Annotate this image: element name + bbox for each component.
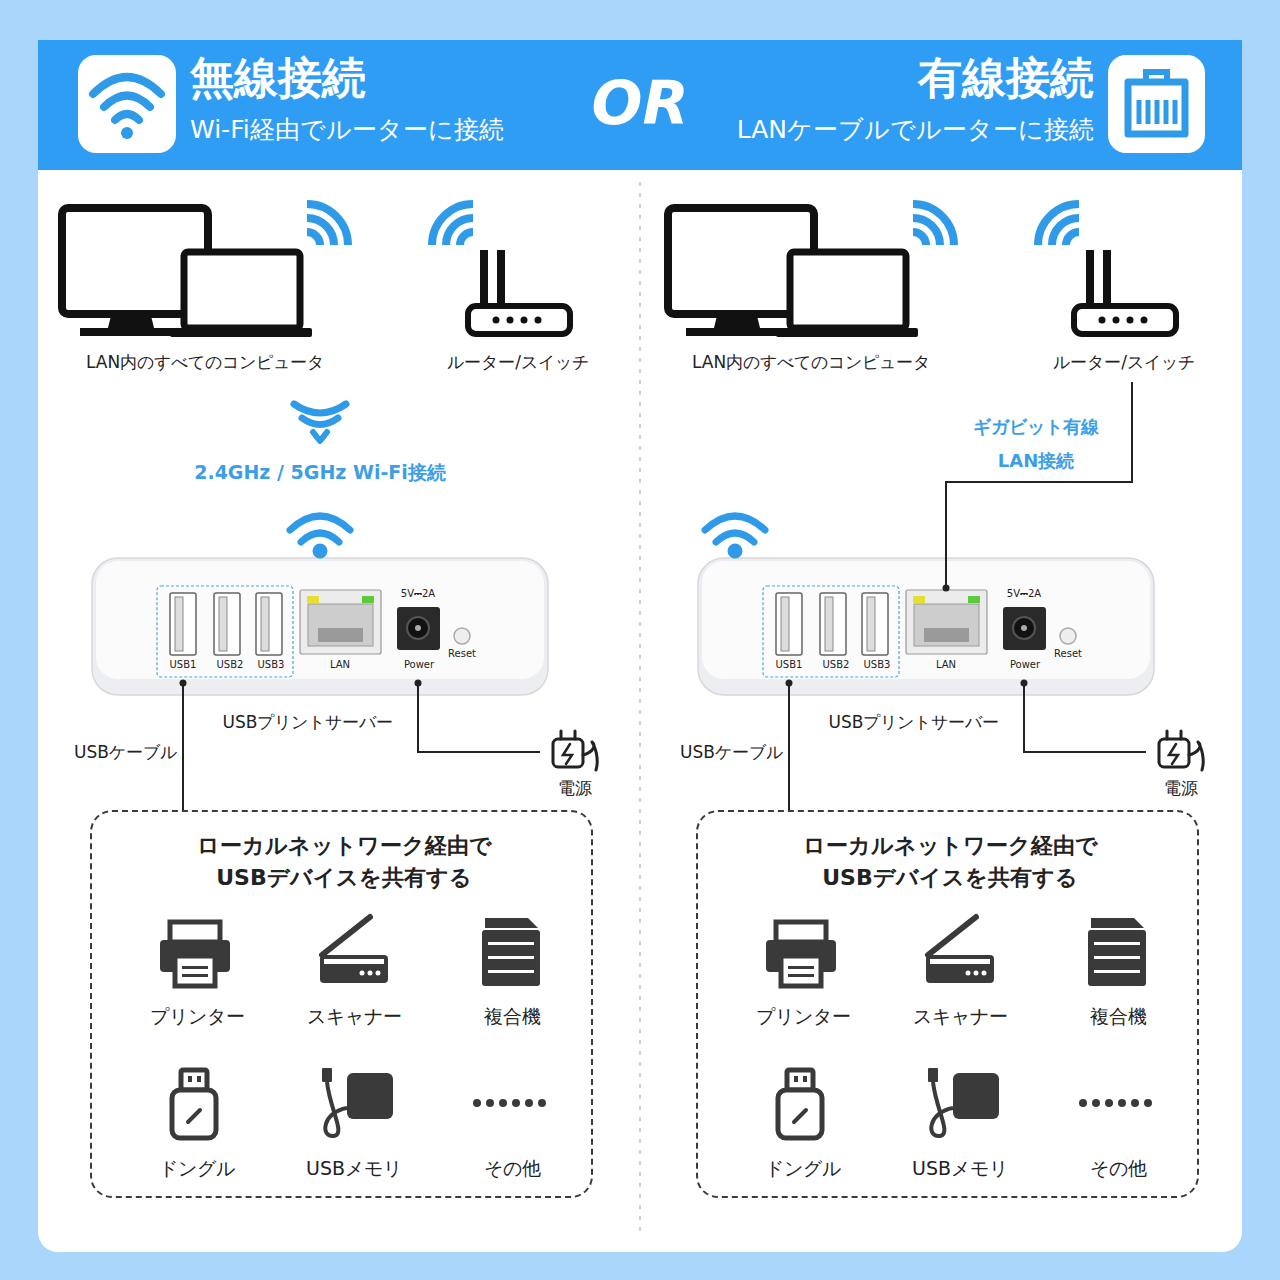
power-caption: 電源	[540, 778, 610, 799]
or-mark: OR	[578, 66, 702, 141]
cable-line	[788, 695, 790, 810]
device-caption: ドングル	[743, 1157, 863, 1181]
device-caption: 複合機	[452, 1005, 572, 1029]
cable-label: ギガビット有線 LAN接続	[966, 410, 1106, 478]
port-label: USB3	[251, 659, 291, 672]
usb-port	[170, 593, 282, 655]
cable-label: USBケーブル	[74, 742, 177, 763]
device-caption: プリンター	[743, 1005, 863, 1029]
wifi-arcs	[307, 204, 473, 245]
router-group: ルーター/スイッチ	[433, 200, 603, 378]
router-group: ルーター/スイッチ	[1039, 200, 1209, 378]
computer-group: LAN内のすべてのコンピュータ	[55, 200, 355, 380]
divider-line	[639, 182, 641, 1238]
wifi-badge	[78, 55, 176, 153]
print-server: USBプリントサーバーUSB1USB2USB3LAN5V⎓2APowerRese…	[698, 558, 1154, 695]
device-caption: USBメモリ	[294, 1157, 414, 1181]
panel-art-right	[668, 204, 1203, 1138]
lan-port	[300, 590, 381, 654]
port-label: USB1	[163, 659, 203, 672]
power-source: 電源	[1146, 728, 1216, 804]
device-caption: USBプリントサーバー	[794, 712, 1034, 733]
device-caption: USBメモリ	[900, 1157, 1020, 1181]
power-rating: 5V⎓2A	[994, 588, 1054, 601]
cable-line	[788, 683, 790, 695]
device-caption: ドングル	[137, 1157, 257, 1181]
device-caption: スキャナー	[294, 1005, 414, 1029]
device-caption: その他	[1058, 1157, 1178, 1181]
computer-group: LAN内のすべてのコンピュータ	[661, 200, 961, 380]
cable-line	[1023, 683, 1025, 695]
power-source: 電源	[540, 728, 610, 804]
plug-icon	[553, 731, 597, 770]
router-caption: ルーター/スイッチ	[433, 352, 603, 373]
device-icons	[160, 917, 546, 1138]
port-label: USB3	[857, 659, 897, 672]
reset-label: Reset	[1043, 648, 1093, 661]
cable-line	[418, 695, 540, 752]
cable-label: USBケーブル	[680, 742, 783, 763]
white-panel	[38, 150, 1242, 1252]
device-caption: スキャナー	[900, 1005, 1020, 1029]
cable-line	[1024, 695, 1146, 752]
reset-button	[454, 628, 470, 644]
device-caption: 複合機	[1058, 1005, 1178, 1029]
port-label: Power	[995, 659, 1055, 672]
port-label: USB1	[769, 659, 809, 672]
cable-line	[946, 382, 1132, 558]
lan-badge	[1108, 55, 1205, 153]
cable-line	[182, 683, 184, 695]
usb-share-box: ローカルネットワーク経由で USBデバイスを共有するプリンター スキャナー 複合機ド…	[696, 810, 1199, 1198]
device-caption: プリンター	[137, 1005, 257, 1029]
port-label: LAN	[320, 659, 360, 672]
mode-title: 無線接続	[190, 50, 366, 105]
mode-subtitle: Wi-Fi経由でルーターに接続	[190, 114, 504, 145]
port-label: Power	[389, 659, 449, 672]
panel-art	[62, 204, 597, 1138]
power-rating: 5V⎓2A	[388, 588, 448, 601]
share-title: ローカルネットワーク経由で USBデバイスを共有する	[196, 830, 492, 894]
print-server: USBプリントサーバーUSB1USB2USB3LAN5V⎓2APowerRese…	[92, 558, 548, 695]
header-band: 無線接続 Wi-Fi経由でルーターに接続 OR 有線接続 LANケーブルでルーターに接続	[38, 40, 1242, 170]
computer-caption: LAN内のすべてのコンピュータ	[661, 352, 961, 373]
usb-share-box: ローカルネットワーク経由で USBデバイスを共有するプリンター スキャナー 複合機ド…	[90, 810, 593, 1198]
port-label: LAN	[926, 659, 966, 672]
wifi-label: 2.4GHz / 5GHz Wi-Fi接続	[170, 461, 470, 485]
port-label: USB2	[210, 659, 250, 672]
router-icon	[468, 250, 570, 334]
computer-icon	[62, 208, 312, 337]
cable-line	[945, 558, 947, 588]
reset-label: Reset	[437, 648, 487, 661]
power-jack	[397, 607, 440, 650]
router-caption: ルーター/スイッチ	[1039, 352, 1209, 373]
mode-title: 有線接続	[918, 50, 1094, 105]
device-caption: USBプリントサーバー	[188, 712, 428, 733]
mode-subtitle: LANケーブルでルーターに接続	[737, 114, 1094, 145]
cable-line	[182, 695, 184, 810]
port-label: USB2	[816, 659, 856, 672]
cable-line	[417, 683, 419, 695]
print-server-body	[92, 558, 548, 695]
device-caption: その他	[452, 1157, 572, 1181]
computer-caption: LAN内のすべてのコンピュータ	[55, 352, 355, 373]
power-caption: 電源	[1146, 778, 1216, 799]
share-title: ローカルネットワーク経由で USBデバイスを共有する	[802, 830, 1098, 894]
